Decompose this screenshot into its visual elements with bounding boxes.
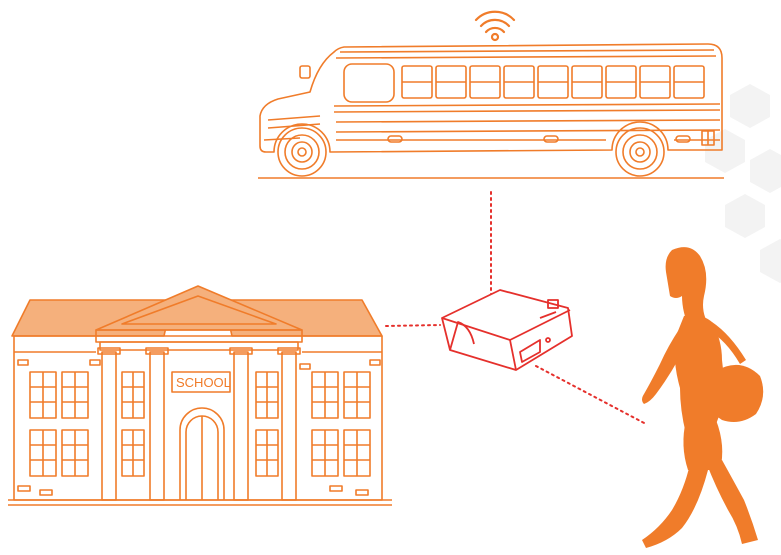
school-bus-icon [258,44,724,178]
school-sign-label: SCHOOL [176,375,231,390]
bus-windows [402,66,704,98]
connector-school-device [386,325,440,326]
connector-device-student [536,366,646,424]
bus-wheel-rear [616,128,664,176]
gps-tracker-icon [442,290,572,370]
student-silhouette-icon [642,247,763,548]
school-building-icon [8,286,392,505]
wifi-icon [476,12,514,40]
hexagon-watermark [705,84,781,283]
bus-wheel-front [278,128,326,176]
